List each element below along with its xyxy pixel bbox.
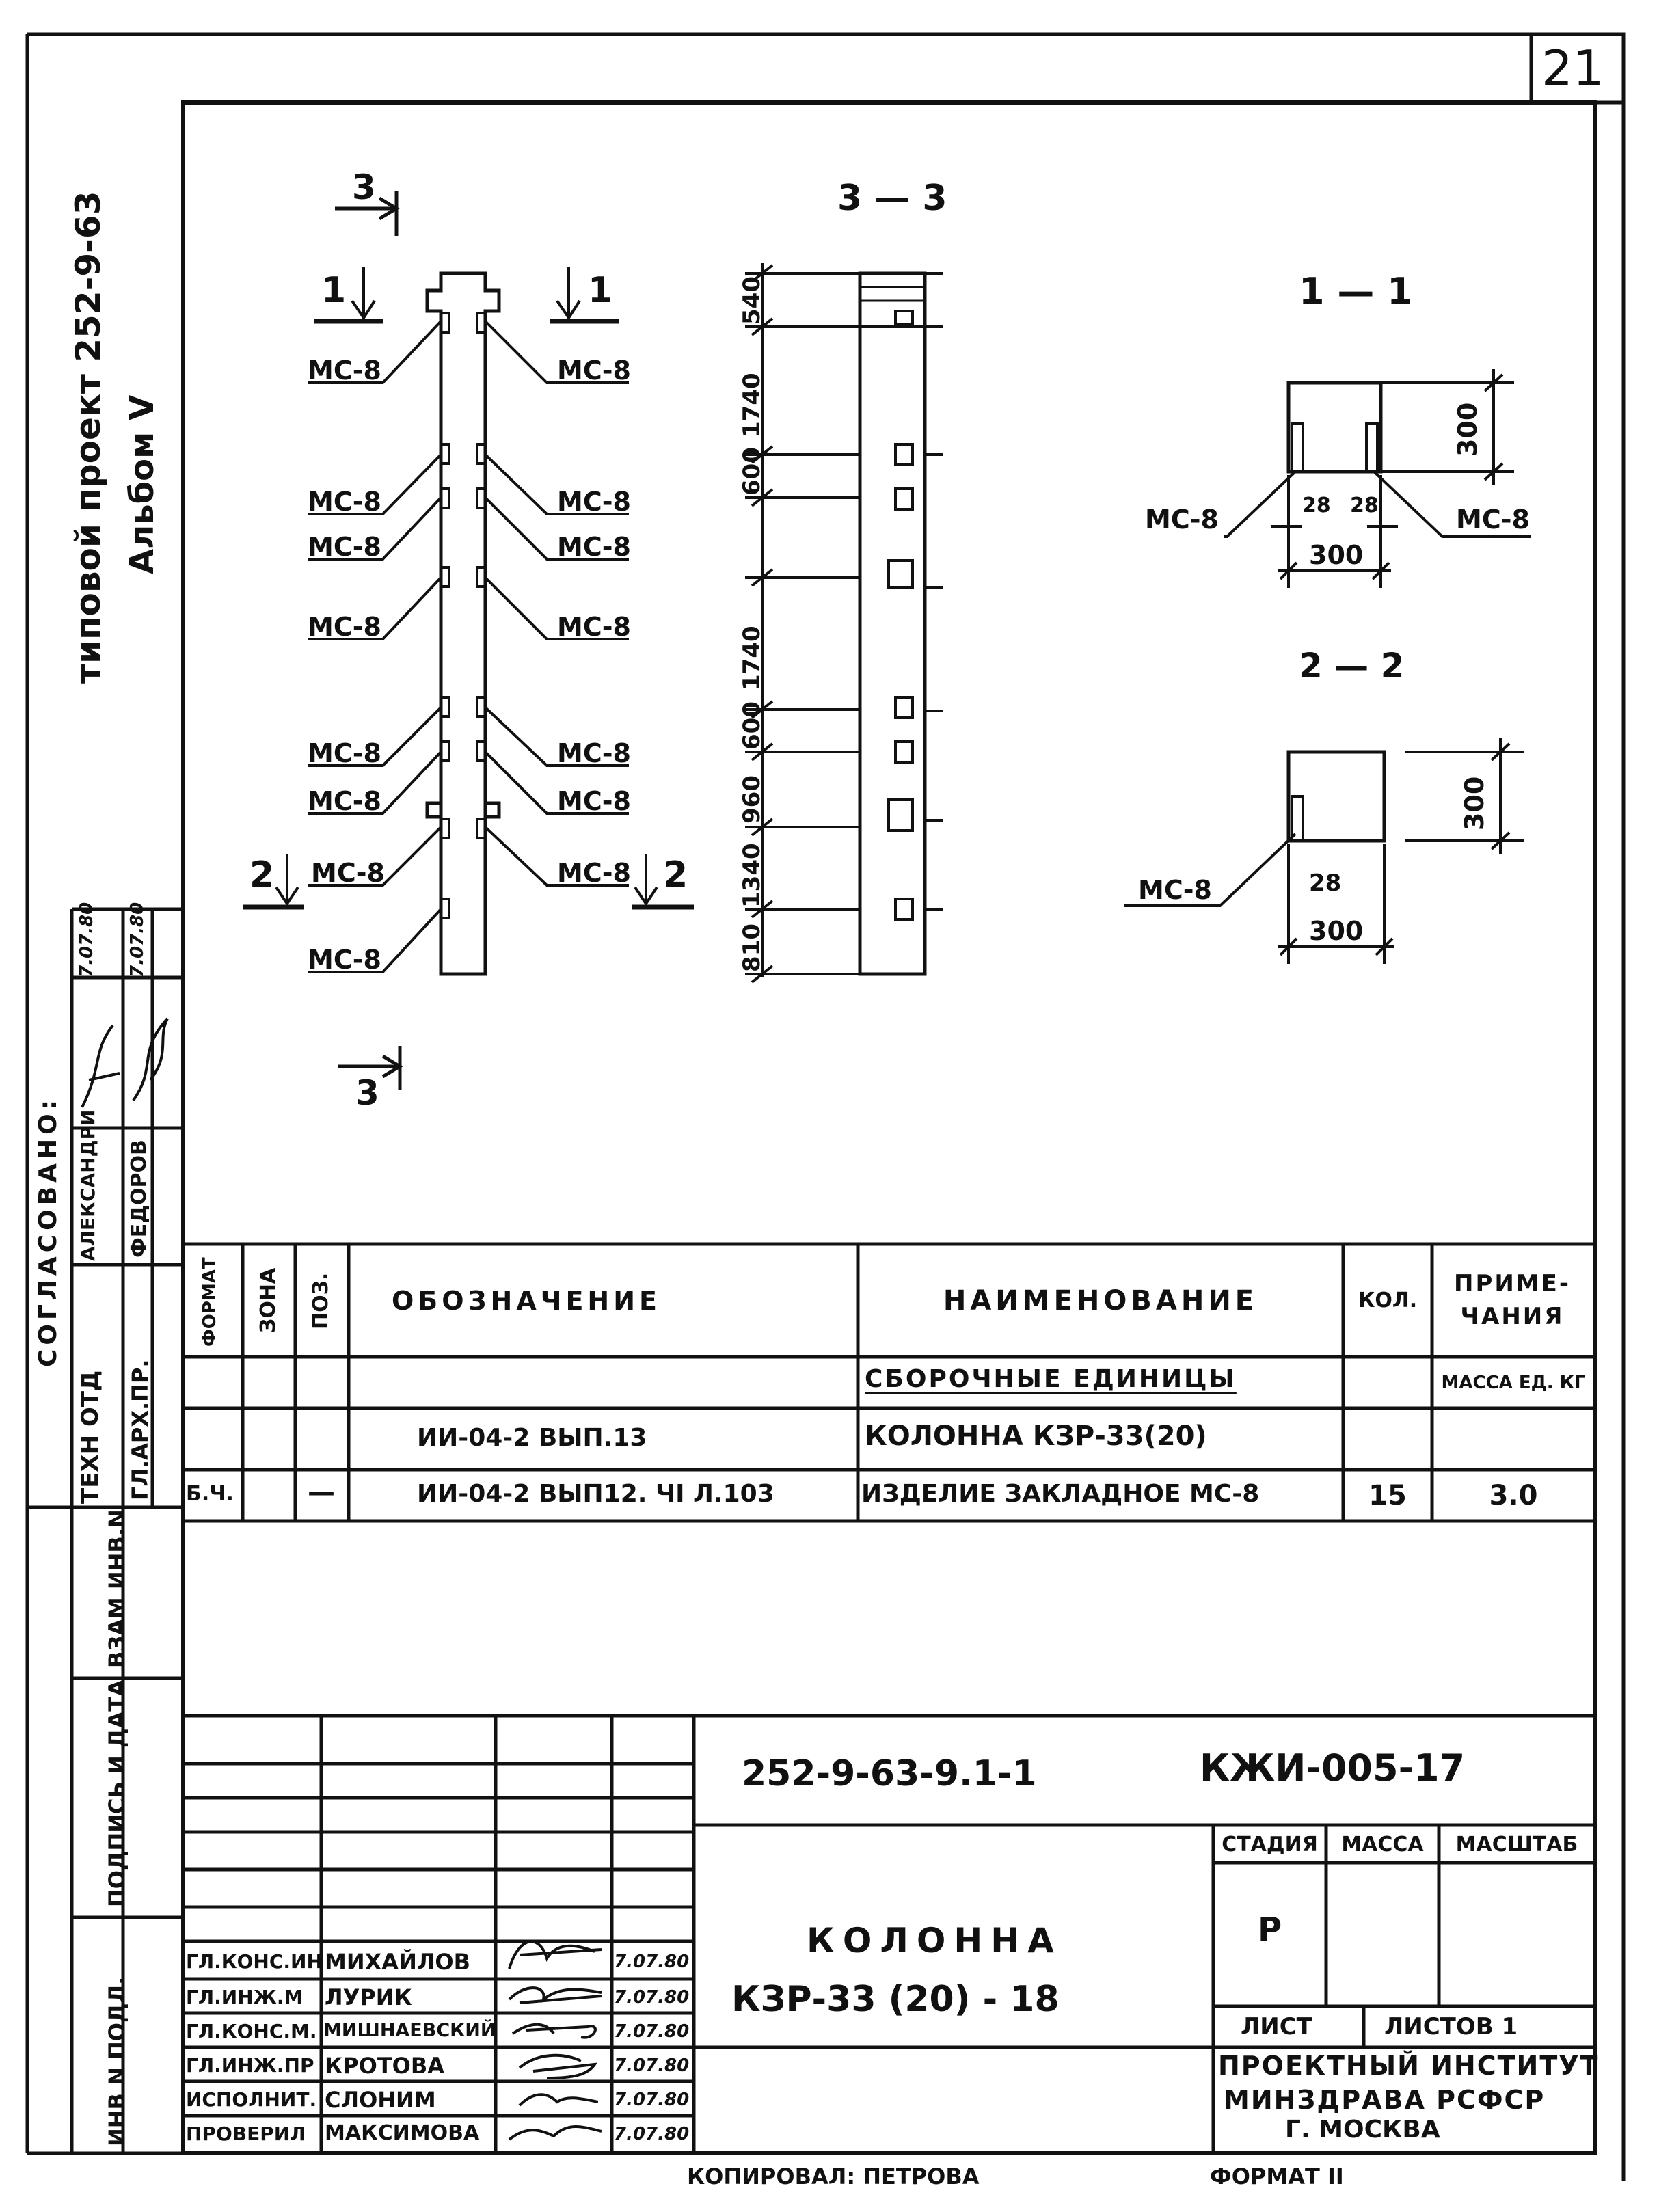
dim-11-a: 28 (1302, 494, 1331, 517)
embed-label: МС-8 (1138, 875, 1212, 905)
dim-22-a: 28 (1309, 869, 1342, 897)
embed-label: МС-8 (308, 786, 381, 816)
doc-code: 252-9-63-9.1-1 (742, 1753, 1037, 1794)
item-name-2: КЗР-33 (20) - 18 (731, 1979, 1060, 2020)
org-line-2: МИНЗДРАВА РСФСР (1224, 2085, 1546, 2115)
dim-22-width: 300 (1309, 916, 1364, 946)
section-22-title: 2 — 2 (1299, 646, 1405, 686)
staff-name: СЛОНИМ (325, 2087, 436, 2113)
embed-label: МС-8 (557, 786, 631, 816)
spec-row-1-designation: ИИ-04-2 ВЫП.13 (417, 1424, 647, 1452)
stage-value: Р (1258, 1911, 1282, 1949)
staff-role: ПРОВЕРИЛ (186, 2122, 306, 2145)
mass-label: МАССА (1341, 1832, 1424, 1857)
org-line-3: Г. МОСКВА (1285, 2116, 1440, 2144)
org-line-1: ПРОЕКТНЫЙ ИНСТИТУТ (1218, 2051, 1600, 2081)
spec-row-2-qty: 15 (1368, 1479, 1407, 1511)
spec-header-designation: ОБОЗНАЧЕНИЕ (391, 1285, 661, 1316)
section-1-left-label: 1 (321, 270, 347, 311)
spec-header-name: НАИМЕНОВАНИЕ (943, 1284, 1258, 1317)
spec-row-2-designation: ИИ-04-2 ВЫП12. ЧI Л.103 (417, 1480, 774, 1508)
dim-11-width: 300 (1309, 540, 1364, 570)
staff-name: ЛУРИК (325, 1984, 412, 2010)
embed-label: МС-8 (557, 532, 631, 562)
embed-label: МС-8 (557, 612, 631, 642)
spec-row-2-format: Б.Ч. (186, 1482, 234, 1506)
staff-role: ГЛ.ИНЖ.М (186, 1986, 304, 2008)
section-11-title: 1 — 1 (1299, 270, 1413, 313)
footer-format: ФОРМАТ II (1210, 2163, 1344, 2189)
embed-label: МС-8 (1145, 504, 1219, 535)
spec-row-2-note: 3.0 (1489, 1479, 1538, 1511)
staff-date: 7.07.80 (614, 1952, 690, 1972)
embed-label: МС-8 (311, 858, 385, 888)
staff-name: МИШНАЕВСКИЙ (323, 2020, 496, 2041)
embed-label: МС-8 (308, 738, 381, 768)
embed-label: МС-8 (1456, 504, 1530, 535)
staff-name: МИХАЙЛОВ (325, 1949, 471, 1975)
sheet-label: ЛИСТ (1241, 2013, 1312, 2040)
sheet-number: 21 (1541, 40, 1604, 97)
doc-code-2: КЖИ-005-17 (1200, 1746, 1466, 1790)
embed-label: МС-8 (308, 945, 381, 975)
embed-label: МС-8 (557, 487, 631, 517)
section-2-right-label: 2 (663, 854, 688, 895)
staff-name: КРОТОВА (325, 2053, 444, 2079)
staff-role: ГЛ.ИНЖ.ПР (186, 2054, 314, 2077)
staff-date: 7.07.80 (614, 2090, 690, 2110)
item-name-1: КОЛОННА (807, 1921, 1062, 1960)
staff-role: ИСПОЛНИТ. (186, 2088, 317, 2111)
staff-role: ГЛ.КОНС.ИН (186, 1950, 323, 1973)
embed-label: МС-8 (557, 355, 631, 386)
staff-date: 7.07.80 (614, 2021, 690, 2042)
section-1-right-label: 1 (588, 270, 613, 311)
spec-row-2-name: ИЗДЕЛИЕ ЗАКЛАДНОЕ МС-8 (861, 1480, 1260, 1508)
spec-mass-label: МАССА ЕД. КГ (1441, 1373, 1586, 1393)
spec-row-1-name: КОЛОННА КЗР-33(20) (865, 1420, 1207, 1452)
sheets-label: ЛИСТОВ 1 (1384, 2013, 1518, 2040)
section-3-bottom-label: 3 (355, 1073, 379, 1113)
section-2-left-label: 2 (250, 854, 275, 895)
staff-date: 7.07.80 (614, 2055, 690, 2076)
spec-section-title: СБОРОЧНЫЕ ЕДИНИЦЫ (865, 1365, 1237, 1393)
dim-11-b: 28 (1350, 494, 1379, 517)
spec-row-2-pos: — (308, 1476, 335, 1508)
section-3-top-label: 3 (352, 167, 376, 207)
staff-date: 7.07.80 (614, 2124, 690, 2144)
embed-label: МС-8 (308, 532, 381, 562)
footer-copied: КОПИРОВАЛ: ПЕТРОВА (687, 2163, 980, 2189)
stage-label: СТАДИЯ (1222, 1832, 1318, 1857)
scale-label: МАСШТАБ (1455, 1832, 1578, 1857)
embed-label: МС-8 (308, 487, 381, 517)
embed-label: МС-8 (308, 355, 381, 386)
section-33-title: 3 — 3 (837, 178, 947, 219)
embed-label: МС-8 (557, 738, 631, 768)
embed-label: МС-8 (308, 612, 381, 642)
staff-name: МАКСИМОВА (325, 2121, 480, 2145)
embed-label: МС-8 (557, 858, 631, 888)
staff-date: 7.07.80 (614, 1987, 690, 2008)
staff-role: ГЛ.КОНС.М. (186, 2020, 317, 2042)
spec-header-qty: КОЛ. (1358, 1289, 1418, 1312)
spec-header-note: ПРИМЕ-ЧАНИЯ (1454, 1269, 1571, 1330)
